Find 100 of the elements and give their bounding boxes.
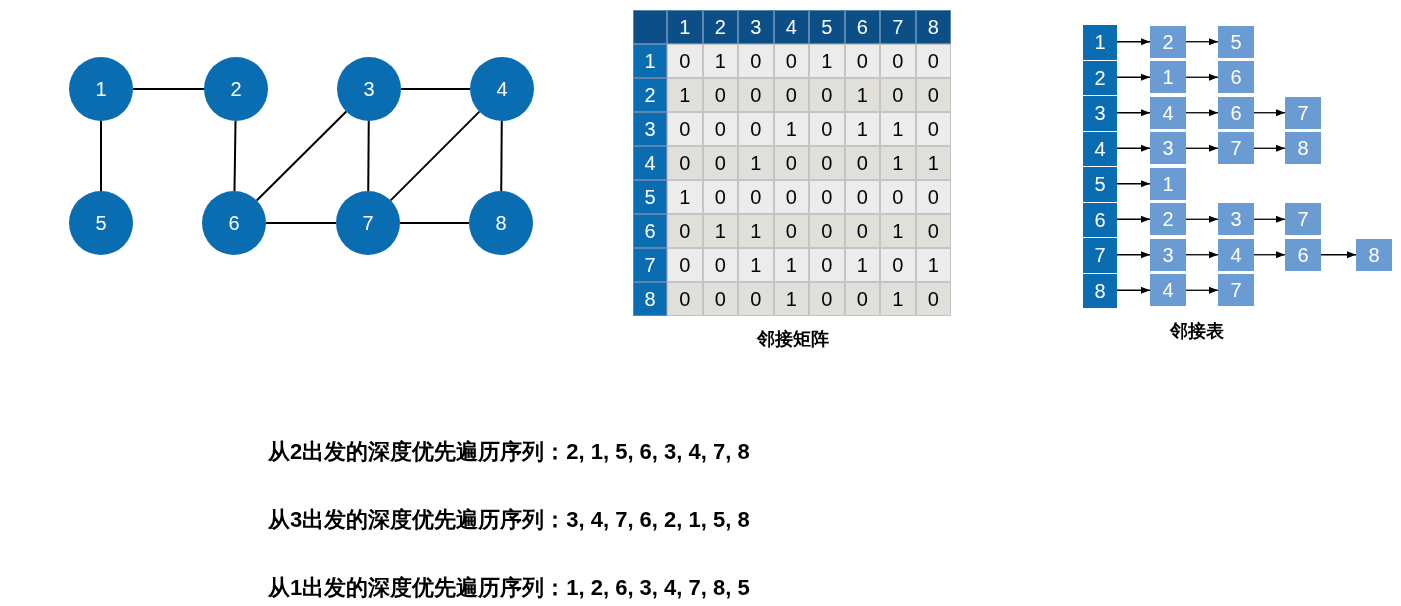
matrix-cell: 0	[809, 112, 845, 146]
matrix-cell: 1	[880, 282, 916, 316]
list-node-box: 6	[1218, 61, 1254, 94]
arrow	[1185, 286, 1219, 294]
arrow	[1116, 251, 1151, 259]
list-node-box: 2	[1150, 25, 1186, 58]
list-node-box: 7	[1285, 203, 1321, 236]
matrix-cell: 1	[880, 214, 916, 248]
matrix-cell: 0	[738, 112, 774, 146]
list-node-box: 6	[1285, 238, 1321, 271]
matrix-cell: 0	[738, 44, 774, 78]
arrow	[1116, 180, 1151, 188]
row-header-cell: 1	[633, 44, 667, 78]
matrix-cell: 0	[844, 180, 880, 214]
connector-line	[233, 120, 237, 192]
matrix-cell: 0	[915, 282, 951, 316]
list-head-cell: 8	[1083, 272, 1117, 308]
matrix-cell: 1	[773, 112, 809, 146]
arrow	[1185, 251, 1219, 259]
list-node-box: 5	[1218, 25, 1254, 58]
matrix-cell: 0	[702, 146, 738, 180]
graph-vertex-circle: 5	[69, 191, 133, 255]
matrix-cell: 0	[844, 44, 880, 78]
arrow	[1185, 38, 1219, 46]
arrow	[1185, 109, 1219, 117]
matrix-cell: 0	[773, 146, 809, 180]
table-caption: 邻接矩阵	[757, 328, 829, 352]
arrow	[1116, 215, 1151, 223]
graph-vertex-circle: 2	[204, 57, 268, 121]
list-head-cell: 6	[1083, 201, 1117, 237]
graph-vertex-circle: 8	[469, 191, 533, 255]
matrix-cell: 0	[738, 180, 774, 214]
matrix-cell: 0	[809, 146, 845, 180]
list-node-box: 3	[1150, 132, 1186, 165]
matrix-cell: 0	[809, 78, 845, 112]
list-head-cell: 3	[1083, 95, 1117, 131]
column-header-cell: 8	[915, 10, 951, 44]
matrix-cell: 0	[880, 78, 916, 112]
row-header-cell: 5	[633, 180, 667, 214]
arrow	[1116, 73, 1151, 81]
arrow	[1185, 144, 1219, 152]
arrow	[1185, 215, 1219, 223]
matrix-cell: 1	[915, 248, 951, 282]
graph-vertex-circle: 3	[337, 57, 401, 121]
list-node-box: 3	[1218, 203, 1254, 236]
matrix-cell: 0	[667, 112, 703, 146]
matrix-cell: 0	[844, 214, 880, 248]
traversal-sequence: 从3出发的深度优先遍历序列：3, 4, 7, 6, 2, 1, 5, 8	[268, 505, 750, 534]
arrow	[1116, 286, 1151, 294]
matrix-cell: 1	[667, 180, 703, 214]
matrix-cell: 0	[667, 214, 703, 248]
graph-vertex-circle: 1	[69, 57, 133, 121]
list-node-box: 1	[1150, 61, 1186, 94]
arrow	[1320, 251, 1357, 259]
list-node-box: 1	[1150, 167, 1186, 200]
list-node-box: 6	[1218, 96, 1254, 129]
graph-vertex-circle: 7	[336, 191, 400, 255]
matrix-cell: 0	[809, 282, 845, 316]
list-node-box: 2	[1150, 203, 1186, 236]
matrix-cell: 0	[702, 180, 738, 214]
matrix-cell: 0	[915, 112, 951, 146]
list-head-cell: 1	[1083, 24, 1117, 60]
connector-line	[367, 120, 370, 192]
matrix-cell: 1	[738, 146, 774, 180]
matrix-cell: 1	[844, 78, 880, 112]
list-node-box: 8	[1285, 132, 1321, 165]
matrix-cell: 0	[880, 44, 916, 78]
connector-line	[132, 88, 205, 90]
graph-vertex-circle: 6	[202, 191, 266, 255]
column-header-cell: 5	[809, 10, 845, 44]
matrix-cell: 0	[880, 180, 916, 214]
matrix-cell: 0	[773, 180, 809, 214]
arrow	[1253, 251, 1286, 259]
matrix-cell: 0	[809, 214, 845, 248]
matrix-cell: 1	[702, 214, 738, 248]
matrix-cell: 1	[702, 44, 738, 78]
list-node-box: 4	[1150, 96, 1186, 129]
matrix-cell: 0	[667, 44, 703, 78]
list-node-box: 4	[1218, 238, 1254, 271]
arrow	[1253, 215, 1286, 223]
traversal-sequence: 从2出发的深度优先遍历序列：2, 1, 5, 6, 3, 4, 7, 8	[268, 437, 750, 466]
connector-line	[399, 222, 470, 224]
row-header-cell: 2	[633, 78, 667, 112]
matrix-cell: 0	[844, 282, 880, 316]
arrow	[1185, 73, 1219, 81]
row-header-cell: 8	[633, 282, 667, 316]
matrix-cell: 1	[880, 146, 916, 180]
matrix-cell: 0	[809, 180, 845, 214]
matrix-cell: 0	[738, 78, 774, 112]
matrix-cell: 0	[773, 78, 809, 112]
matrix-cell: 1	[738, 214, 774, 248]
matrix-cell: 0	[738, 282, 774, 316]
connector-line	[389, 110, 481, 202]
arrow	[1253, 144, 1286, 152]
matrix-cell: 0	[702, 282, 738, 316]
matrix-cell: 0	[773, 44, 809, 78]
matrix-cell: 1	[844, 112, 880, 146]
list-caption: 邻接表	[1170, 320, 1224, 344]
list-node-box: 7	[1218, 132, 1254, 165]
arrow	[1253, 109, 1286, 117]
